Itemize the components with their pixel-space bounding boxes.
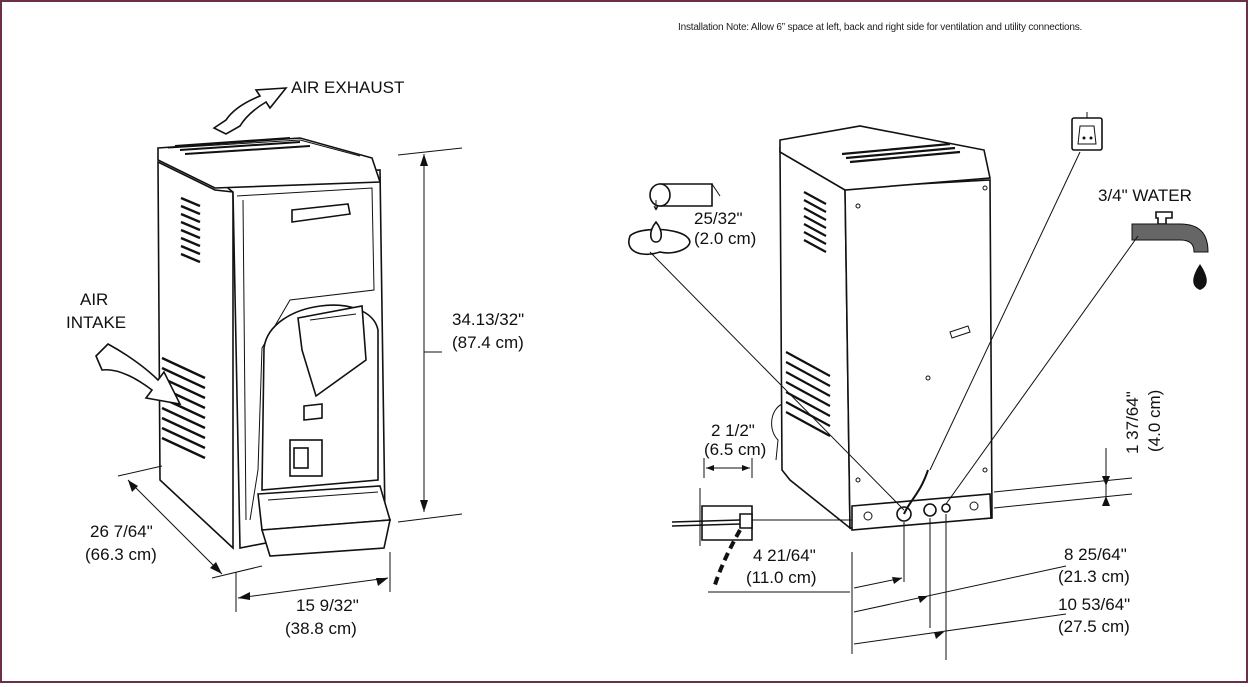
- clearance-cm: (6.5 cm): [704, 440, 766, 459]
- depth-inches: 26 7/64": [90, 522, 153, 541]
- height-cm: (87.4 cm): [452, 333, 524, 352]
- air-intake-arrow: [95, 343, 182, 406]
- height-dimension: [397, 147, 463, 523]
- water-offset-inches: 10 53/64": [1058, 595, 1130, 614]
- rear-view-dispenser: [771, 125, 993, 531]
- clearance-dimension: [703, 458, 753, 478]
- installation-note: Installation Note: Allow 6” space at lef…: [678, 22, 1082, 33]
- side-louvers-upper: [180, 196, 201, 264]
- air-exhaust-arrow: [212, 87, 288, 135]
- connection-detail: [671, 488, 852, 593]
- water-faucet-icon: [1131, 211, 1209, 290]
- drain-size-cm: (2.0 cm): [694, 229, 756, 248]
- height-inches: 34.13/32": [452, 310, 524, 329]
- drain-offset-cm: (11.0 cm): [746, 568, 817, 587]
- width-dimension: [235, 552, 391, 612]
- width-inches: 15 9/32": [296, 596, 359, 615]
- offset-dimensions: [851, 514, 1067, 660]
- electrical-outlet-icon: [1071, 112, 1103, 151]
- depth-dimension: [117, 465, 263, 579]
- clearance-inches: 2 1/2": [711, 421, 755, 440]
- air-intake-label-line1: AIR: [80, 290, 108, 309]
- drain-offset-inches: 4 21/64": [753, 546, 816, 565]
- power-offset-cm: (21.3 cm): [1058, 567, 1130, 586]
- top-grille: [174, 137, 311, 155]
- air-exhaust-label: AIR EXHAUST: [291, 78, 404, 97]
- drain-pipe-icon: [628, 183, 721, 256]
- water-size-label: 3/4" WATER: [1098, 186, 1192, 205]
- base-height-dimension: [993, 448, 1133, 509]
- depth-cm: (66.3 cm): [85, 545, 157, 564]
- air-intake-label-line2: INTAKE: [66, 313, 126, 332]
- front-view-dispenser: [157, 137, 392, 557]
- power-offset-inches: 8 25/64": [1064, 545, 1127, 564]
- drain-size-inches: 25/32": [694, 209, 743, 228]
- base-height-inches: 1 37/64": [1123, 391, 1142, 454]
- base-height-cm: (4.0 cm): [1145, 390, 1164, 452]
- water-offset-cm: (27.5 cm): [1058, 617, 1130, 636]
- width-cm: (38.8 cm): [285, 619, 357, 638]
